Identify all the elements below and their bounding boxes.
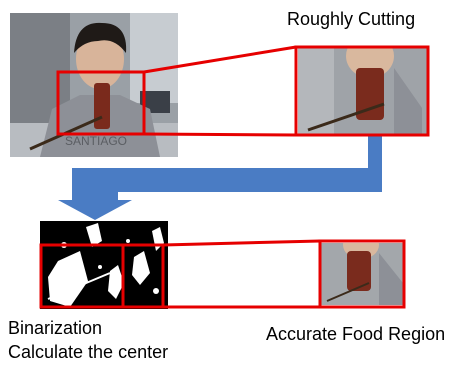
binarized-photo: [40, 221, 168, 309]
rough-region-box-large: [294, 45, 430, 137]
label-calculate-center: Calculate the center: [8, 342, 169, 362]
rough-crop-photo: [298, 48, 428, 134]
connector-top-upper: [143, 45, 297, 74]
svg-text:SANTIAGO: SANTIAGO: [65, 134, 127, 148]
rough-region-box-small: [56, 70, 146, 136]
accurate-food-photo: [321, 243, 403, 305]
original-camera-photo: SANTIAGO: [10, 13, 178, 157]
connector-bottom-upper: [162, 239, 321, 247]
label-binarization: Binarization: [8, 318, 103, 338]
label-roughly-cutting: Roughly Cutting: [287, 9, 416, 29]
flow-arrow-icon: [58, 135, 382, 220]
connector-top-lower: [143, 132, 297, 137]
accurate-food-region-box: [318, 239, 406, 309]
binarized-region-box: [39, 243, 125, 309]
food-region-box-small: [121, 243, 165, 309]
label-accurate-food-region: Accurate Food Region: [266, 324, 446, 344]
